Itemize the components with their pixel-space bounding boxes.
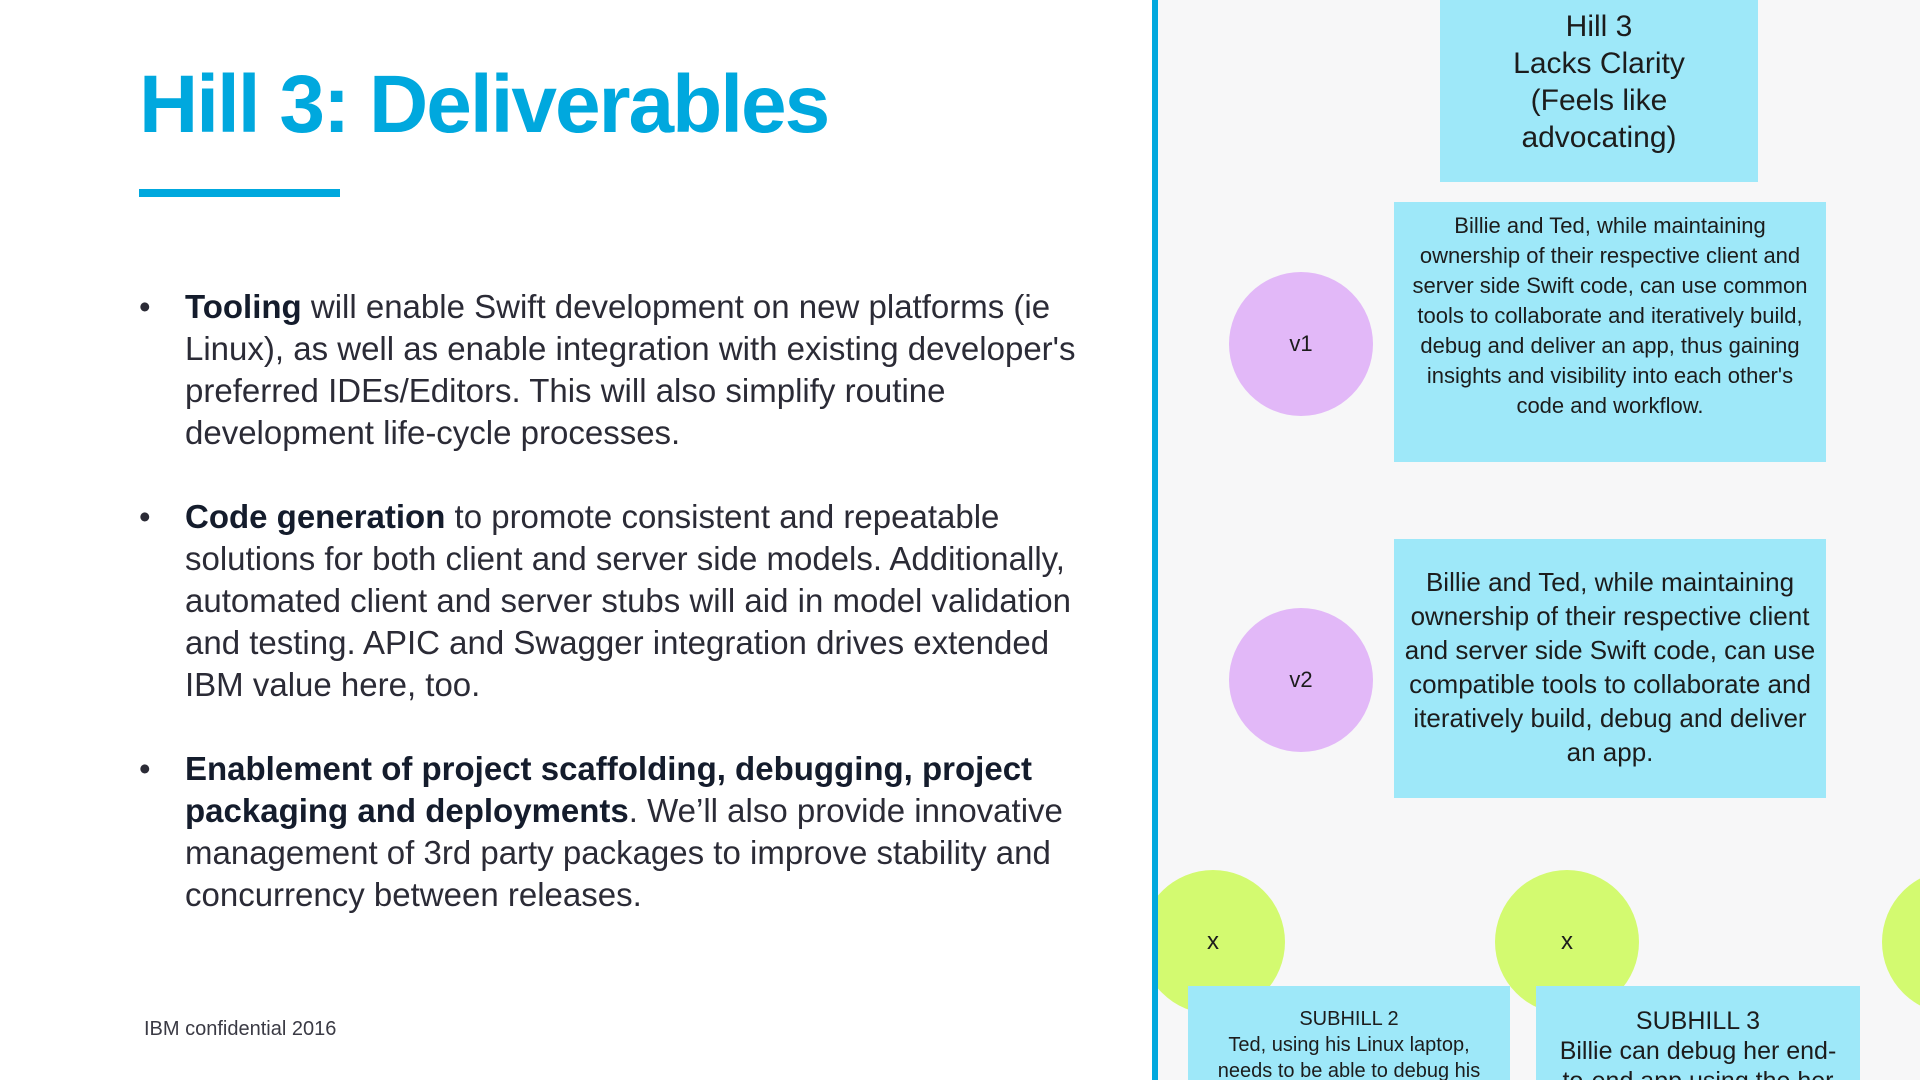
slide-title: Hill 3: Deliverables	[139, 59, 830, 150]
bullet-marker: •	[139, 288, 151, 325]
v1-circle: v1	[1229, 272, 1373, 416]
subhill-2-box: SUBHILL 2 Ted, using his Linux laptop, n…	[1188, 986, 1510, 1080]
title-underline	[139, 189, 340, 197]
confidential-footer: IBM confidential 2016	[144, 1018, 337, 1040]
subhill-2-text: Ted, using his Linux laptop, needs to be…	[1217, 1034, 1481, 1080]
bullet-tooling: • Tooling will enable Swift development o…	[139, 286, 1099, 454]
bullet-body: will enable Swift development on new pla…	[185, 288, 1076, 451]
v2-circle: v2	[1229, 608, 1373, 752]
subhill-2-title: SUBHILL 2	[1299, 1008, 1399, 1030]
hill-3-box: Hill 3 Lacks Clarity (Feels like advocat…	[1440, 0, 1758, 182]
bullet-list: • Tooling will enable Swift development o…	[139, 286, 1099, 916]
hill-diagram-panel: Hill 3 Lacks Clarity (Feels like advocat…	[1158, 0, 1920, 1080]
bullet-code-generation: • Code generation to promote consistent a…	[139, 496, 1099, 706]
bullet-body: . We’ll also provide innovative manageme…	[185, 792, 1063, 913]
bullet-heading: Tooling	[185, 288, 302, 325]
v1-statement-box: Billie and Ted, while maintaining owners…	[1394, 202, 1826, 462]
subhill-3-text: Billie can debug her end-to-end app usin…	[1559, 1037, 1837, 1080]
subhill-3-title: SUBHILL 3	[1635, 1007, 1761, 1035]
bullet-marker: •	[139, 498, 151, 535]
bullet-marker: •	[139, 750, 151, 787]
x-circle-right-partial	[1882, 870, 1920, 1014]
panel-divider	[1152, 0, 1158, 1080]
bullet-heading: Code generation	[185, 498, 446, 535]
v2-statement-box: Billie and Ted, while maintaining owners…	[1394, 539, 1826, 798]
subhill-3-box: SUBHILL 3 Billie can debug her end-to-en…	[1536, 986, 1860, 1080]
bullet-enablement: • Enablement of project scaffolding, debu…	[139, 748, 1099, 916]
bullet-body: to promote consistent and repeatable sol…	[185, 498, 1071, 703]
bullet-heading: Enablement of project scaffolding, debug…	[185, 750, 1033, 829]
